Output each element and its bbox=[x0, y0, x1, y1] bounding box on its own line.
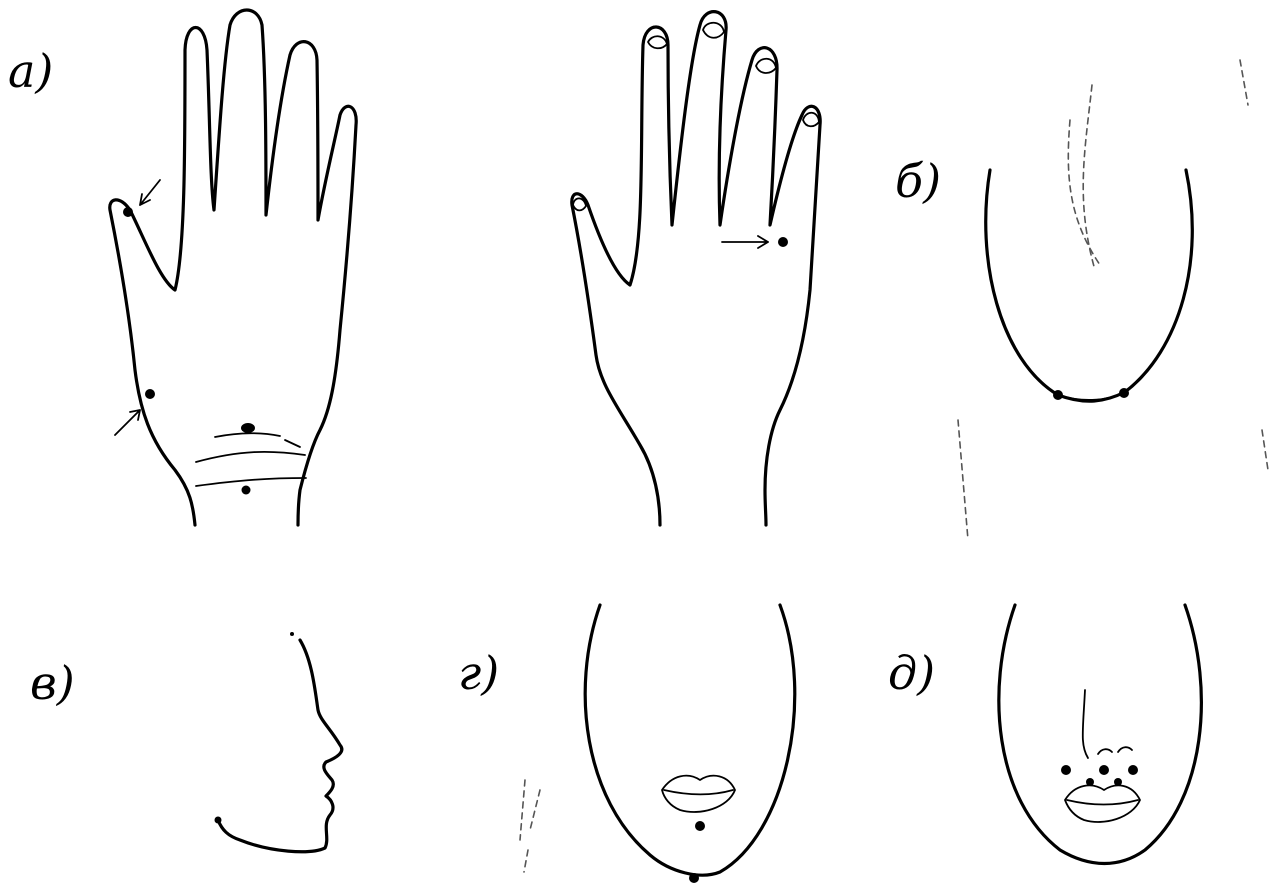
face-outline-g bbox=[520, 605, 795, 875]
arrow-icon bbox=[140, 180, 160, 205]
point-nose-right bbox=[1128, 765, 1138, 775]
point-philtrum bbox=[1086, 778, 1094, 786]
face-outline-d bbox=[999, 605, 1202, 864]
point-wrist-crease bbox=[242, 486, 251, 495]
face-profile-v bbox=[215, 632, 342, 852]
head-outline-b bbox=[958, 60, 1268, 540]
arrow-icon bbox=[115, 410, 140, 435]
point-nose-left bbox=[1061, 765, 1071, 775]
point-chin-left bbox=[1053, 390, 1063, 400]
point-chin-right bbox=[1119, 388, 1129, 398]
face-d-points bbox=[1061, 765, 1138, 786]
point-nose-center bbox=[1099, 765, 1109, 775]
hand-right-drawing bbox=[572, 12, 820, 525]
hand-left-drawing bbox=[110, 10, 356, 525]
point-wrist-side bbox=[145, 389, 155, 399]
hand-left-points bbox=[123, 207, 255, 495]
point-philtrum-right bbox=[1114, 778, 1122, 786]
point-thumb-tip bbox=[123, 207, 133, 217]
point-wrist-center bbox=[241, 423, 255, 433]
arrow-icon bbox=[722, 236, 768, 248]
point-chin-bottom bbox=[689, 873, 699, 883]
point-hand-back bbox=[778, 237, 788, 247]
point-below-lip bbox=[695, 821, 705, 831]
